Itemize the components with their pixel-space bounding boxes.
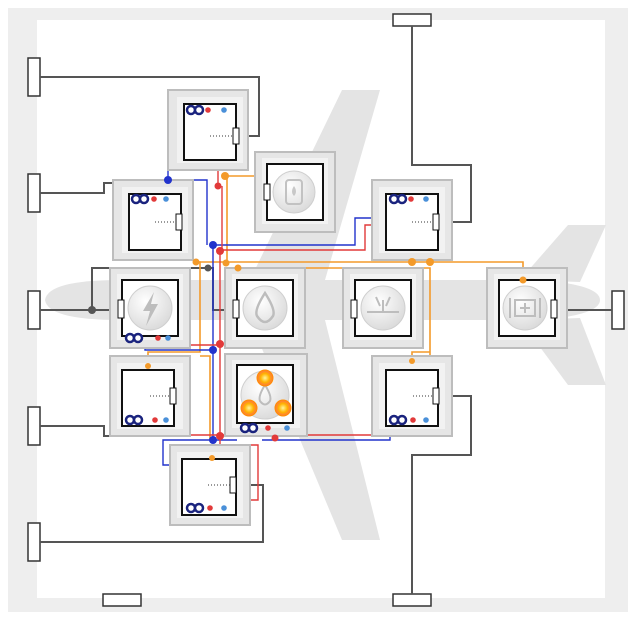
junction-dot <box>216 432 224 440</box>
junction-dot <box>209 436 217 444</box>
junction-dot <box>204 264 212 272</box>
wire <box>411 395 472 594</box>
junction-dot <box>271 434 279 442</box>
block-landing-gear[interactable] <box>342 267 424 349</box>
junction-dot <box>88 306 96 314</box>
wire <box>411 26 472 223</box>
block-port <box>432 387 440 405</box>
block-upper-right[interactable] <box>371 179 453 261</box>
junction-dot <box>164 176 172 184</box>
port-bottom-2[interactable] <box>392 593 432 607</box>
block-engine[interactable] <box>486 267 568 349</box>
block-fuel-tank[interactable] <box>254 151 336 233</box>
wire <box>40 484 264 543</box>
port-left-2[interactable] <box>27 173 41 213</box>
pin-group-upper-left <box>130 193 169 205</box>
junction-dot <box>145 363 151 369</box>
block-port <box>263 183 271 201</box>
block-port <box>117 299 125 319</box>
pin-group-lower-right <box>388 414 429 426</box>
pin-group-upper-right <box>388 193 429 205</box>
junction-dot <box>216 247 224 255</box>
pin-group-electric <box>124 332 171 344</box>
gray-wires <box>40 26 612 594</box>
junction-dot <box>209 455 215 461</box>
block-port <box>232 127 240 145</box>
junction-dot <box>192 258 200 266</box>
block-port <box>350 299 358 319</box>
junction-dot <box>426 258 434 266</box>
block-port <box>169 387 177 405</box>
port-left-5[interactable] <box>27 522 41 562</box>
block-upper-left[interactable] <box>112 179 194 261</box>
junction-dots <box>88 172 527 461</box>
block-port <box>550 299 558 319</box>
junction-dot <box>234 264 242 272</box>
pump-icon <box>274 399 292 417</box>
junction-dot <box>214 182 222 190</box>
pin-group-central-hub <box>239 422 290 434</box>
block-port <box>229 476 237 494</box>
junction-dot <box>209 346 217 354</box>
pin-group-bottom-left <box>185 502 227 514</box>
block-lower-left[interactable] <box>109 355 191 437</box>
pump-icon <box>256 369 274 387</box>
block-electric[interactable] <box>109 267 191 349</box>
wire <box>40 182 118 194</box>
junction-dot <box>409 358 415 364</box>
port-top[interactable] <box>392 13 432 27</box>
block-central-hub[interactable] <box>224 353 308 437</box>
junction-dot <box>519 276 527 284</box>
junction-dot <box>209 241 217 249</box>
block-hydraulic[interactable] <box>224 267 306 349</box>
junction-dot <box>221 172 229 180</box>
water-drop-icon <box>242 285 288 331</box>
block-port <box>175 213 183 231</box>
pin-group-lower-left <box>124 414 169 426</box>
wire <box>200 355 211 440</box>
block-port <box>432 213 440 231</box>
wire <box>40 76 260 137</box>
port-bottom-1[interactable] <box>102 593 142 607</box>
block-port <box>232 299 240 319</box>
port-right[interactable] <box>611 290 625 330</box>
junction-dot <box>222 259 230 267</box>
connector-pins <box>124 104 429 514</box>
block-top-left[interactable] <box>167 89 249 171</box>
junction-dot <box>216 340 224 348</box>
block-lower-right[interactable] <box>371 355 453 437</box>
port-left-1[interactable] <box>27 57 41 97</box>
pump-icon <box>240 399 258 417</box>
junction-dot <box>408 258 416 266</box>
port-left-4[interactable] <box>27 406 41 446</box>
pin-group-top-left <box>185 104 227 116</box>
port-left-3[interactable] <box>27 290 41 330</box>
